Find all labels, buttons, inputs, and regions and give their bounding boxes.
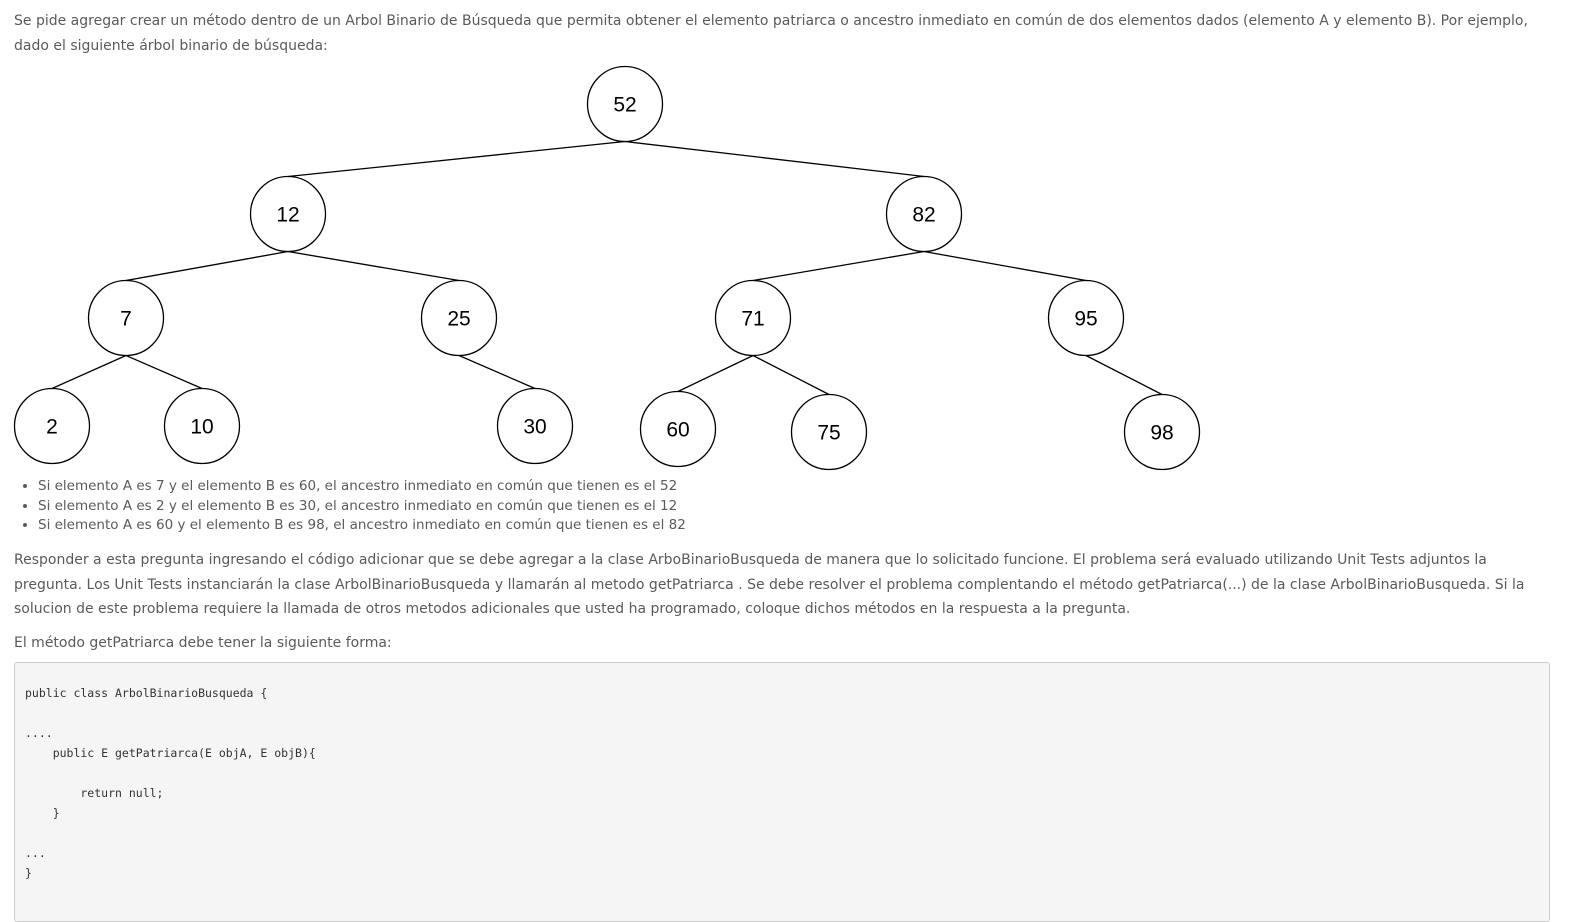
tree-node-label: 52 bbox=[613, 94, 636, 117]
binary-search-tree-diagram: 52 12 82 7 25 71 95 2 10 30 60 75 98 bbox=[13, 65, 1201, 471]
tree-node-circle bbox=[496, 387, 574, 465]
tree-node-2: 2 bbox=[13, 387, 91, 465]
tree-node-label: 12 bbox=[276, 204, 299, 227]
tree-node-circle bbox=[885, 175, 963, 253]
tree-node-label: 2 bbox=[46, 416, 58, 439]
tree-node-7: 7 bbox=[87, 279, 165, 357]
tree-edge-71-60 bbox=[677, 354, 754, 393]
tree-edge-25-30 bbox=[458, 354, 536, 390]
tree-node-75: 75 bbox=[790, 393, 868, 471]
tree-node-circle bbox=[1123, 393, 1201, 471]
tree-node-label: 60 bbox=[666, 419, 689, 442]
tree-node-circle bbox=[163, 387, 241, 465]
code-block: public class ArbolBinarioBusqueda { ....… bbox=[14, 662, 1550, 922]
method-form-label: El método getPatriarca debe tener la sig… bbox=[14, 635, 392, 651]
tree-node-label: 10 bbox=[190, 416, 213, 439]
tree-node-30: 30 bbox=[496, 387, 574, 465]
tree-node-label: 7 bbox=[120, 308, 132, 331]
example-item: Si elemento A es 60 y el elemento B es 9… bbox=[38, 516, 686, 536]
tree-node-circle bbox=[790, 393, 868, 471]
tree-node-95: 95 bbox=[1047, 279, 1125, 357]
tree-node-label: 25 bbox=[447, 308, 470, 331]
tree-node-label: 82 bbox=[912, 204, 935, 227]
intro-paragraph: Se pide agregar crear un método dentro d… bbox=[14, 13, 1528, 54]
tree-node-25: 25 bbox=[420, 279, 498, 357]
tree-edge-7-2 bbox=[51, 354, 127, 390]
tree-node-circle bbox=[714, 279, 792, 357]
tree-edge-71-75 bbox=[752, 354, 830, 396]
tree-node-circle bbox=[586, 65, 664, 143]
tree-edge-12-7 bbox=[125, 250, 289, 282]
tree-node-10: 10 bbox=[163, 387, 241, 465]
tree-node-circle bbox=[13, 387, 91, 465]
example-item: Si elemento A es 7 y el elemento B es 60… bbox=[38, 477, 686, 497]
examples-list: Si elemento A es 7 y el elemento B es 60… bbox=[16, 477, 686, 536]
tree-node-label: 98 bbox=[1150, 422, 1173, 445]
tree-edge-95-98 bbox=[1085, 354, 1163, 396]
code-snippet: public class ArbolBinarioBusqueda { ....… bbox=[25, 686, 316, 880]
tree-edge-82-95 bbox=[923, 250, 1087, 282]
tree-edge-82-71 bbox=[752, 250, 925, 282]
example-item: Si elemento A es 2 y el elemento B es 30… bbox=[38, 497, 686, 517]
tree-node-71: 71 bbox=[714, 279, 792, 357]
tree-node-52: 52 bbox=[586, 65, 664, 143]
tree-edge-12-25 bbox=[287, 250, 460, 282]
tree-edge-52-82 bbox=[624, 140, 925, 178]
tree-node-circle bbox=[87, 279, 165, 357]
tree-node-98: 98 bbox=[1123, 393, 1201, 471]
tree-node-label: 30 bbox=[523, 416, 546, 439]
tree-node-label: 75 bbox=[817, 422, 840, 445]
tree-node-circle bbox=[639, 390, 717, 468]
tree-node-label: 71 bbox=[741, 308, 764, 331]
tree-node-circle bbox=[420, 279, 498, 357]
instructions-paragraph: Responder a esta pregunta ingresando el … bbox=[14, 552, 1525, 617]
tree-node-60: 60 bbox=[639, 390, 717, 468]
tree-node-12: 12 bbox=[249, 175, 327, 253]
tree-node-circle bbox=[1047, 279, 1125, 357]
tree-edge-52-12 bbox=[287, 140, 626, 178]
tree-node-label: 95 bbox=[1074, 308, 1097, 331]
tree-edge-7-10 bbox=[125, 354, 203, 390]
tree-node-circle bbox=[249, 175, 327, 253]
tree-node-82: 82 bbox=[885, 175, 963, 253]
